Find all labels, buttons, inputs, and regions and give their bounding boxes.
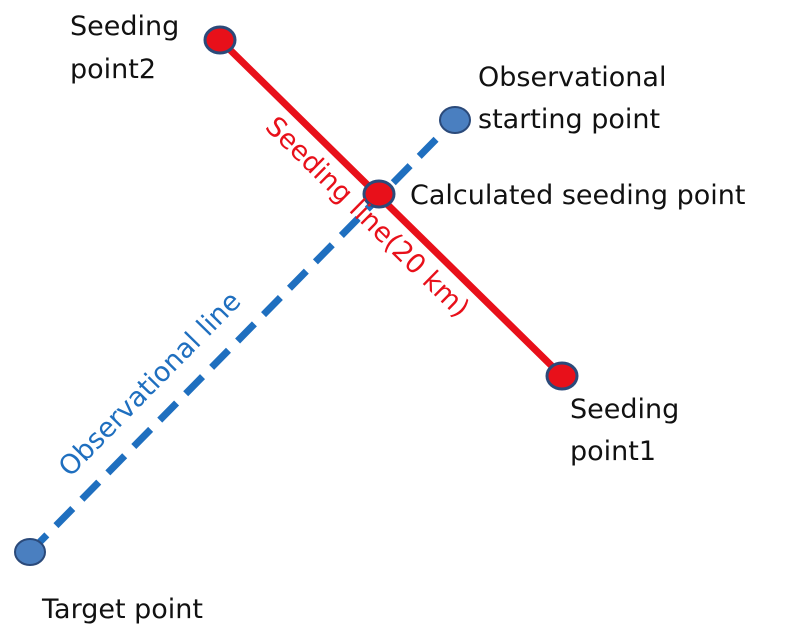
observational-starting-point-label-line2: starting point	[478, 104, 660, 135]
observational-line	[27, 117, 458, 555]
target-point-label: Target point	[41, 594, 203, 625]
observational-line-label: Observational line	[53, 286, 247, 483]
observational-starting-point-label-line1: Observational	[478, 62, 666, 93]
observational-starting-point-marker	[439, 106, 471, 134]
seeding-point2-label-line2: point2	[70, 54, 156, 85]
seeding-point1-label-line2: point1	[570, 436, 656, 467]
seeding-point2-label-line1: Seeding	[70, 11, 179, 42]
seeding-point1-marker	[545, 361, 579, 391]
seeding-line-label: Seeding line(20 km)	[259, 111, 475, 324]
seeding-point1-label-line1: Seeding	[570, 394, 679, 425]
calculated-seeding-point-label: Calculated seeding point	[410, 180, 745, 211]
calculated-seeding-point-marker	[362, 179, 396, 209]
seeding-line	[217, 37, 565, 379]
seeding-point2-marker	[203, 25, 237, 55]
target-point-marker	[14, 538, 46, 566]
